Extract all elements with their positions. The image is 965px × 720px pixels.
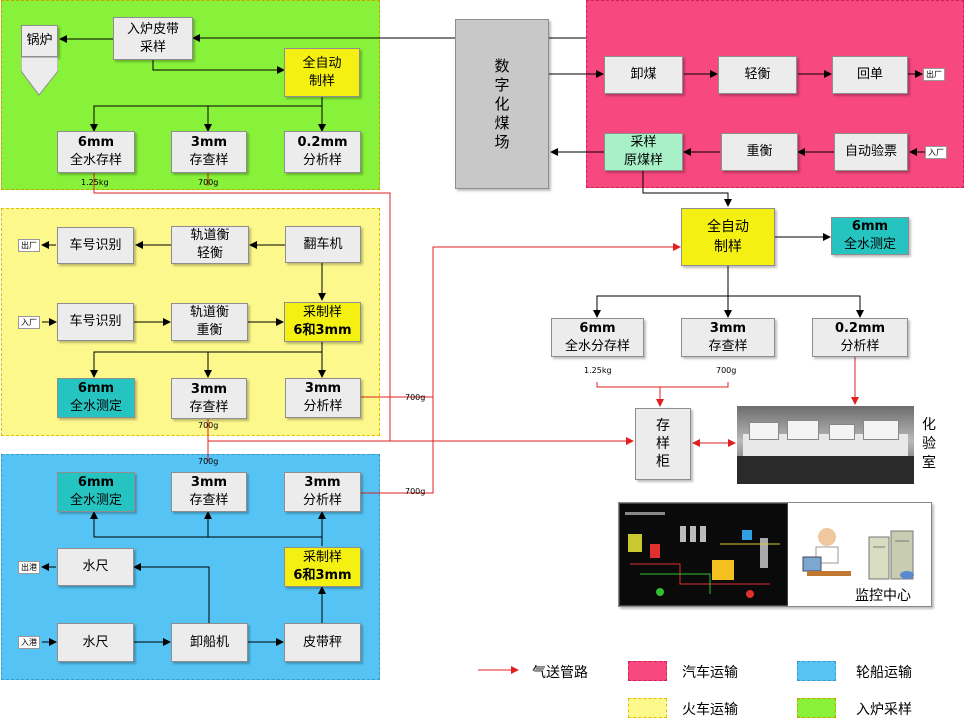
ship-6mm-moisture-box: 6mm 全水测定 (57, 472, 135, 512)
train-weight-700g-b: 700g (405, 393, 426, 402)
lab-label: 化 验 室 (922, 417, 936, 471)
sample-storage-cabinet-box: 存 样 柜 (635, 408, 691, 480)
boiler-label: 锅炉 (26, 33, 53, 48)
green-weight-700g: 700g (198, 178, 219, 187)
belt-scale-box: 皮带秤 (284, 623, 361, 662)
car-dumper-box: 翻车机 (285, 226, 361, 263)
train-sampler-box: 采制样 6和3mm (284, 302, 361, 342)
green-3mm-sample-box: 3mm 存查样 (171, 131, 247, 173)
raw-coal-sampling-box: 采样 原煤样 (604, 133, 683, 171)
legend-ship-label: 轮船运输 (856, 665, 912, 681)
center-6mm-sample-box: 6mm 全水分存样 (551, 318, 644, 357)
monitoring-center-panel: 监控中心 (618, 502, 932, 607)
legend-furnace-label: 入炉采样 (856, 702, 912, 718)
auto-ticket-check-box: 自动验票 (834, 133, 908, 171)
legend-furnace-swatch (797, 698, 836, 718)
operator-icon (802, 528, 851, 576)
ship-water-gauge-2-box: 水尺 (57, 623, 134, 662)
center-weight-700g: 700g (716, 366, 737, 375)
center-6mm-moisture-box: 6mm 全水测定 (831, 217, 909, 255)
train-exit-tag: 出厂 (18, 239, 40, 252)
truck-exit-tag: 出厂 (923, 68, 945, 81)
ship-sampler-box: 采制样 6和3mm (284, 547, 361, 587)
center-3mm-sample-box: 3mm 存查样 (681, 318, 775, 357)
rail-heavy-weigh-box: 轨道衡 重衡 (171, 303, 248, 341)
legend-train-label: 火车运输 (682, 702, 738, 718)
server-icon (868, 530, 914, 580)
ship-unloader-box: 卸船机 (171, 623, 248, 662)
train-3mm-analysis-box: 3mm 分析样 (285, 378, 361, 418)
ship-weight-700g-b: 700g (405, 487, 426, 496)
train-car-id-2-box: 车号识别 (57, 303, 134, 341)
boiler-hopper-icon (21, 57, 58, 96)
ship-exit-tag: 出港 (18, 561, 40, 574)
ship-3mm-sample-box: 3mm 存查样 (171, 472, 247, 512)
green-auto-prep-box: 全自动 制样 (284, 48, 360, 97)
return-receipt-box: 回单 (832, 56, 908, 94)
boiler-box: 锅炉 (21, 25, 58, 57)
digital-coal-yard-box: 数 字 化 煤 场 (455, 19, 549, 189)
lab-photo (737, 406, 914, 484)
green-6mm-sample-box: 6mm 全水存样 (57, 131, 135, 173)
ship-water-gauge-1-box: 水尺 (57, 548, 134, 586)
train-weight-700g-a: 700g (198, 421, 219, 430)
truck-heavy-weigh-box: 重衡 (721, 133, 798, 171)
legend-ship-swatch (797, 661, 836, 681)
center-auto-prep-box: 全自动 制样 (681, 208, 775, 266)
truck-light-weigh-box: 轻衡 (718, 56, 797, 94)
green-weight-1-25kg: 1.25kg (81, 178, 109, 187)
legend-pipe-label: 气送管路 (532, 665, 588, 681)
truck-enter-tag: 入厂 (925, 146, 947, 159)
train-enter-tag: 入厂 (18, 316, 40, 329)
monitoring-screen (619, 503, 788, 606)
center-weight-1-25kg: 1.25kg (584, 366, 612, 375)
belt-sampling-box: 入炉皮带 采样 (113, 17, 193, 60)
train-car-id-1-box: 车号识别 (57, 227, 134, 264)
center-02mm-sample-box: 0.2mm 分析样 (812, 318, 908, 357)
legend-truck-swatch (628, 661, 667, 681)
green-02mm-sample-box: 0.2mm 分析样 (284, 131, 361, 173)
monitoring-center-label: 监控中心 (855, 588, 911, 604)
legend-truck-label: 汽车运输 (682, 665, 738, 681)
ship-enter-tag: 入港 (18, 636, 40, 649)
ship-weight-700g-a: 700g (198, 457, 219, 466)
train-6mm-moisture-box: 6mm 全水测定 (57, 378, 135, 418)
rail-light-weigh-box: 轨道衡 轻衡 (171, 226, 249, 264)
legend-train-swatch (628, 698, 667, 718)
unload-coal-box: 卸煤 (604, 56, 683, 94)
ship-3mm-analysis-box: 3mm 分析样 (284, 472, 361, 512)
train-3mm-sample-box: 3mm 存查样 (171, 378, 247, 419)
